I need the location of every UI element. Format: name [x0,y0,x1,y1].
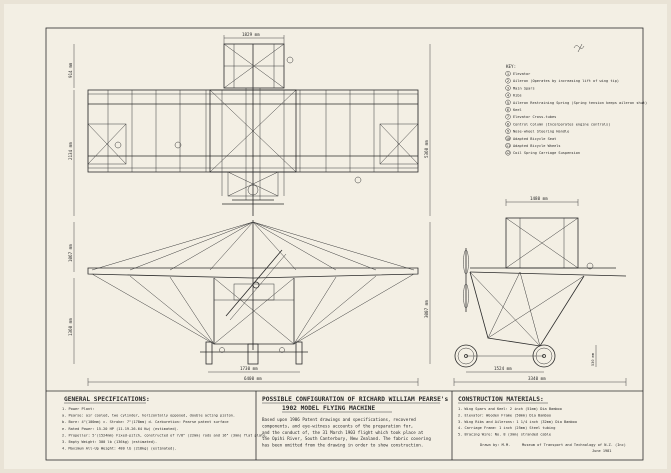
paper [4,4,667,469]
dim-side-length: 3340 mm [528,376,546,381]
key-item-number: 8 [507,122,509,126]
key-item-label: Adapted Bicycle Seat [513,137,556,141]
key-item-number: 1 [507,72,509,76]
key-item-number: 7 [507,115,509,119]
front-dimensions: 1067 mm 1360 mm 3007 mm 1730 mm 6400 mm [68,222,431,386]
description-line: the Opihi River, South Canterbury, New Z… [262,436,431,441]
key-item-label: Nose-wheel Steering Handle [513,130,569,134]
key-item-label: Adapted Bicycle Wheels [513,144,561,148]
key-heading: KEY: [506,64,516,69]
gen-spec-line: 2. Propeller: 5'(1524mm) Fixed-pitch, co… [62,433,268,437]
key-number-circle [505,85,511,91]
dim-elevator-width: 1829 mm [242,32,260,37]
key-item-number: 5 [507,101,509,105]
title-line-2: 1902 MODEL FLYING MACHINE [282,405,375,412]
description-lines: Based upon 1906 Patent drawings and spec… [262,417,431,448]
key-number-circle [505,106,511,113]
dim-length-overall: 5360 mm [424,140,429,158]
key-panel: KEY: 1 Elevator 2 Aileron (Operates by incr… [505,64,647,156]
key-items: 1 Elevator 2 Aileron (Operates by increasin… [505,70,647,156]
dim-side-elevator: 1480 mm [530,196,548,201]
description-line: components, and eye-witness accounts of … [262,423,413,428]
dim-elevator-chord: 914 mm [68,62,73,78]
key-item-label: Elevator [513,72,531,76]
gen-spec-line: e. Rated Power: 15-20 HP (11.19-26.64 Kw… [62,427,179,431]
key-item-label: Main Spars [513,86,535,90]
drawing-border [45,27,644,461]
gen-spec-line: 1. Power Plant: [62,407,94,411]
side-view [454,217,627,368]
description-line: Based upon 1906 Patent drawings and spec… [262,417,416,422]
dim-height-lower: 1360 mm [68,318,73,336]
material-line: 3. Wing Ribs and Ailerons: 1 1/4 inch (3… [458,420,577,424]
material-line: 4. Carriage Frame: 1 inch (25mm) Steel t… [458,426,555,430]
credits: Drawn by: M.M. Museum of Transport and T… [480,443,626,453]
plan-view [87,43,419,216]
key-number-circle [505,128,511,134]
title-block: POSSIBLE CONFIGURATION OF RICHARD WILLIA… [262,396,449,448]
key-number-circle [505,121,511,127]
key-number-circle [505,114,511,120]
general-specifications: GENERAL SPECIFICATIONS: 1. Power Plant: … [62,396,268,451]
key-number-circle [505,78,511,84]
description-line: and the conduct of, the 31 March 1903 fl… [262,430,424,435]
credit-museum: Museum of Transport and Technology of N.… [522,443,626,447]
materials-heading: CONSTRUCTION MATERIALS: [458,396,544,403]
key-item-number: 12 [506,151,510,155]
key-item-number: 2 [507,79,509,83]
dim-span: 6400 mm [244,376,262,381]
signature-mark [573,43,585,53]
credit-date: June 1981 [592,449,611,453]
key-item-label: Elevator Cross-tubes [513,115,556,119]
material-line: 5. Bracing Wire: No. 8 (3mm) stranded ca… [458,433,551,437]
key-item-number: 11 [506,144,510,148]
key-number-circle [505,99,511,106]
key-number-circle [505,142,511,149]
key-item-label: Coil Spring Carriage Suspension [513,151,580,155]
key-item-number: 9 [507,130,509,134]
plan-dimensions: 1829 mm 914 mm 2134 mm 5360 mm [68,32,431,216]
key-item-label: Control Column (Incorporates engine cont… [513,122,610,126]
key-number-circle [505,135,511,142]
front-view [87,220,419,365]
description-line: has been omitted from the drawing in ord… [262,443,423,448]
dim-height-upper: 1067 mm [68,244,73,262]
dim-wing-chord: 2134 mm [68,142,73,160]
key-number-circle [505,150,511,156]
dim-wheel-track: 1730 mm [240,366,258,371]
key-item-label: Aileron (Operates by increasing lift of … [513,79,619,83]
key-item-number: 10 [506,137,510,141]
gen-spec-line: a. Pearse: air cooled, two cylinder, hor… [62,414,235,418]
material-line: 2. Elevator: Wooden Frame (50mm) Dia Bam… [458,413,551,417]
dim-wheelbase: 1524 mm [494,366,512,371]
dim-wheel-dia: 530 mm [591,353,595,366]
material-line: 1. Wing Spars and Keel: 2 inch (51mm) Di… [458,407,562,411]
key-item-number: 4 [507,94,509,98]
key-item-number: 6 [507,108,509,112]
construction-materials: CONSTRUCTION MATERIALS: 1. Wing Spars an… [458,396,577,437]
gen-spec-lines: 1. Power Plant: a. Pearse: air cooled, t… [62,407,268,451]
gen-spec-heading: GENERAL SPECIFICATIONS: [64,396,150,403]
side-dimensions: 1480 mm 1524 mm 3340 mm 530 mm [453,196,627,386]
gen-spec-line: 4. Maximum All-Up Weight: 480 lb (218kg)… [62,447,177,451]
dim-overall-height: 3007 mm [424,300,429,318]
materials-lines: 1. Wing Spars and Keel: 2 inch (51mm) Di… [458,407,577,437]
key-item-label: Aileron Restraining Spring (Spring tensi… [513,101,647,105]
credit-drawn-by: Drawn by: M.M. [480,443,510,447]
key-item-number: 3 [507,86,509,90]
key-item-label: Ribs [513,94,522,98]
gen-spec-line: b. Bore: 4"(100mm) c. Stroke: 7"(178mm) … [62,420,229,424]
key-item-label: Keel [513,108,522,112]
title-line-1: POSSIBLE CONFIGURATION OF RICHARD WILLIA… [262,396,449,403]
key-number-circle [505,92,511,98]
key-number-circle [505,70,511,77]
gen-spec-line: 3. Empty Weight: 300 lb (136kg) (estimat… [62,440,157,444]
